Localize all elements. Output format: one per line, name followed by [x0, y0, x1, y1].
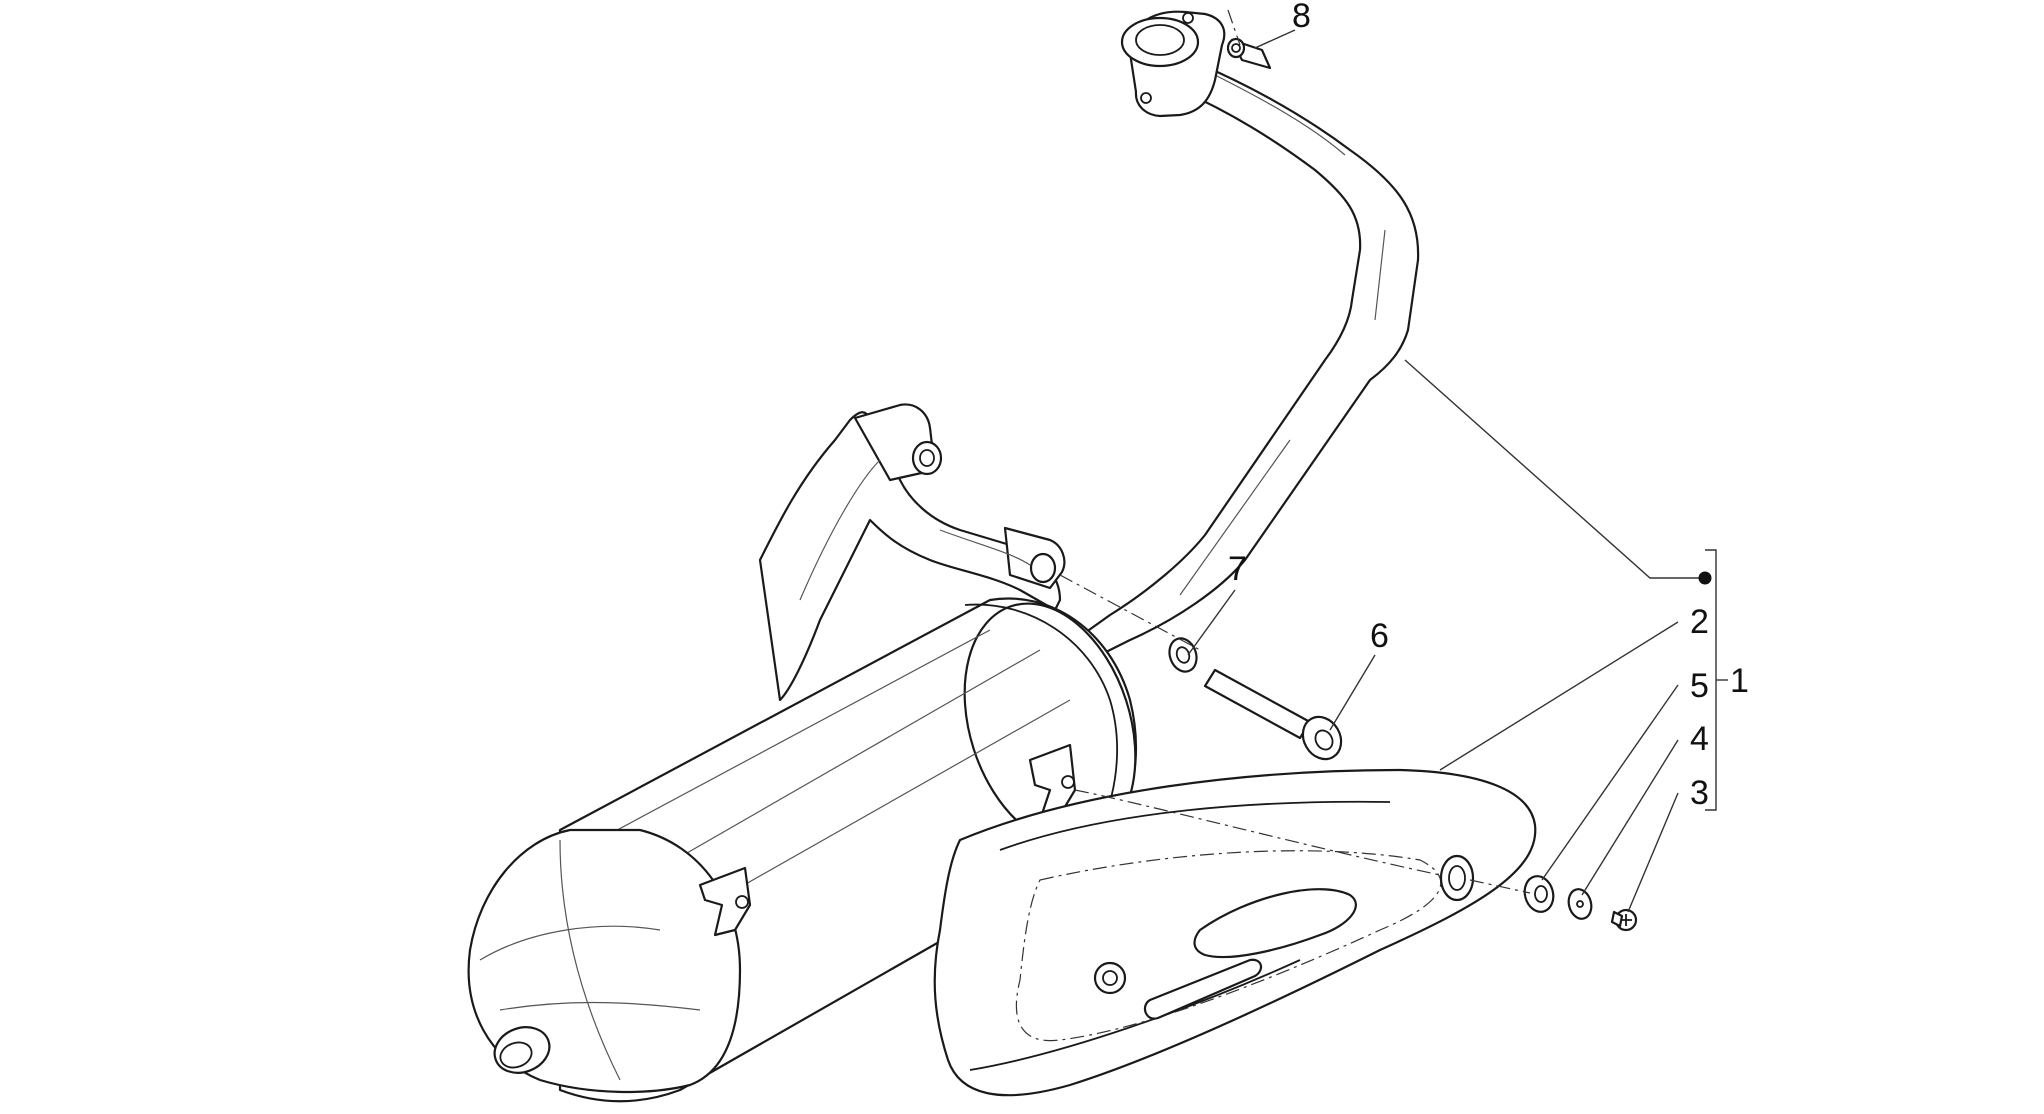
callout-2: 2 [1690, 603, 1709, 641]
muffler-body [467, 597, 1137, 1103]
exhaust-flange [1120, 10, 1226, 118]
assembly-lines [1059, 9, 1531, 894]
bolt [1203, 668, 1343, 761]
callout-6: 6 [1370, 617, 1389, 655]
leader-lines [1187, 29, 1728, 913]
callout-3: 3 [1690, 774, 1709, 812]
muffler-bracket [758, 403, 1066, 702]
screw [1610, 908, 1638, 932]
callout-8: 8 [1292, 0, 1311, 35]
callout-4: 4 [1690, 720, 1709, 758]
lock-washer [1168, 637, 1198, 673]
washer [1567, 888, 1593, 920]
grommet [1523, 875, 1555, 913]
heat-shield [933, 768, 1537, 1097]
stud-bolt [1226, 37, 1272, 70]
filled-dot-icon [1698, 571, 1712, 585]
callout-1: 1 [1730, 662, 1749, 700]
callout-5: 5 [1690, 667, 1709, 705]
callout-7: 7 [1228, 550, 1247, 588]
